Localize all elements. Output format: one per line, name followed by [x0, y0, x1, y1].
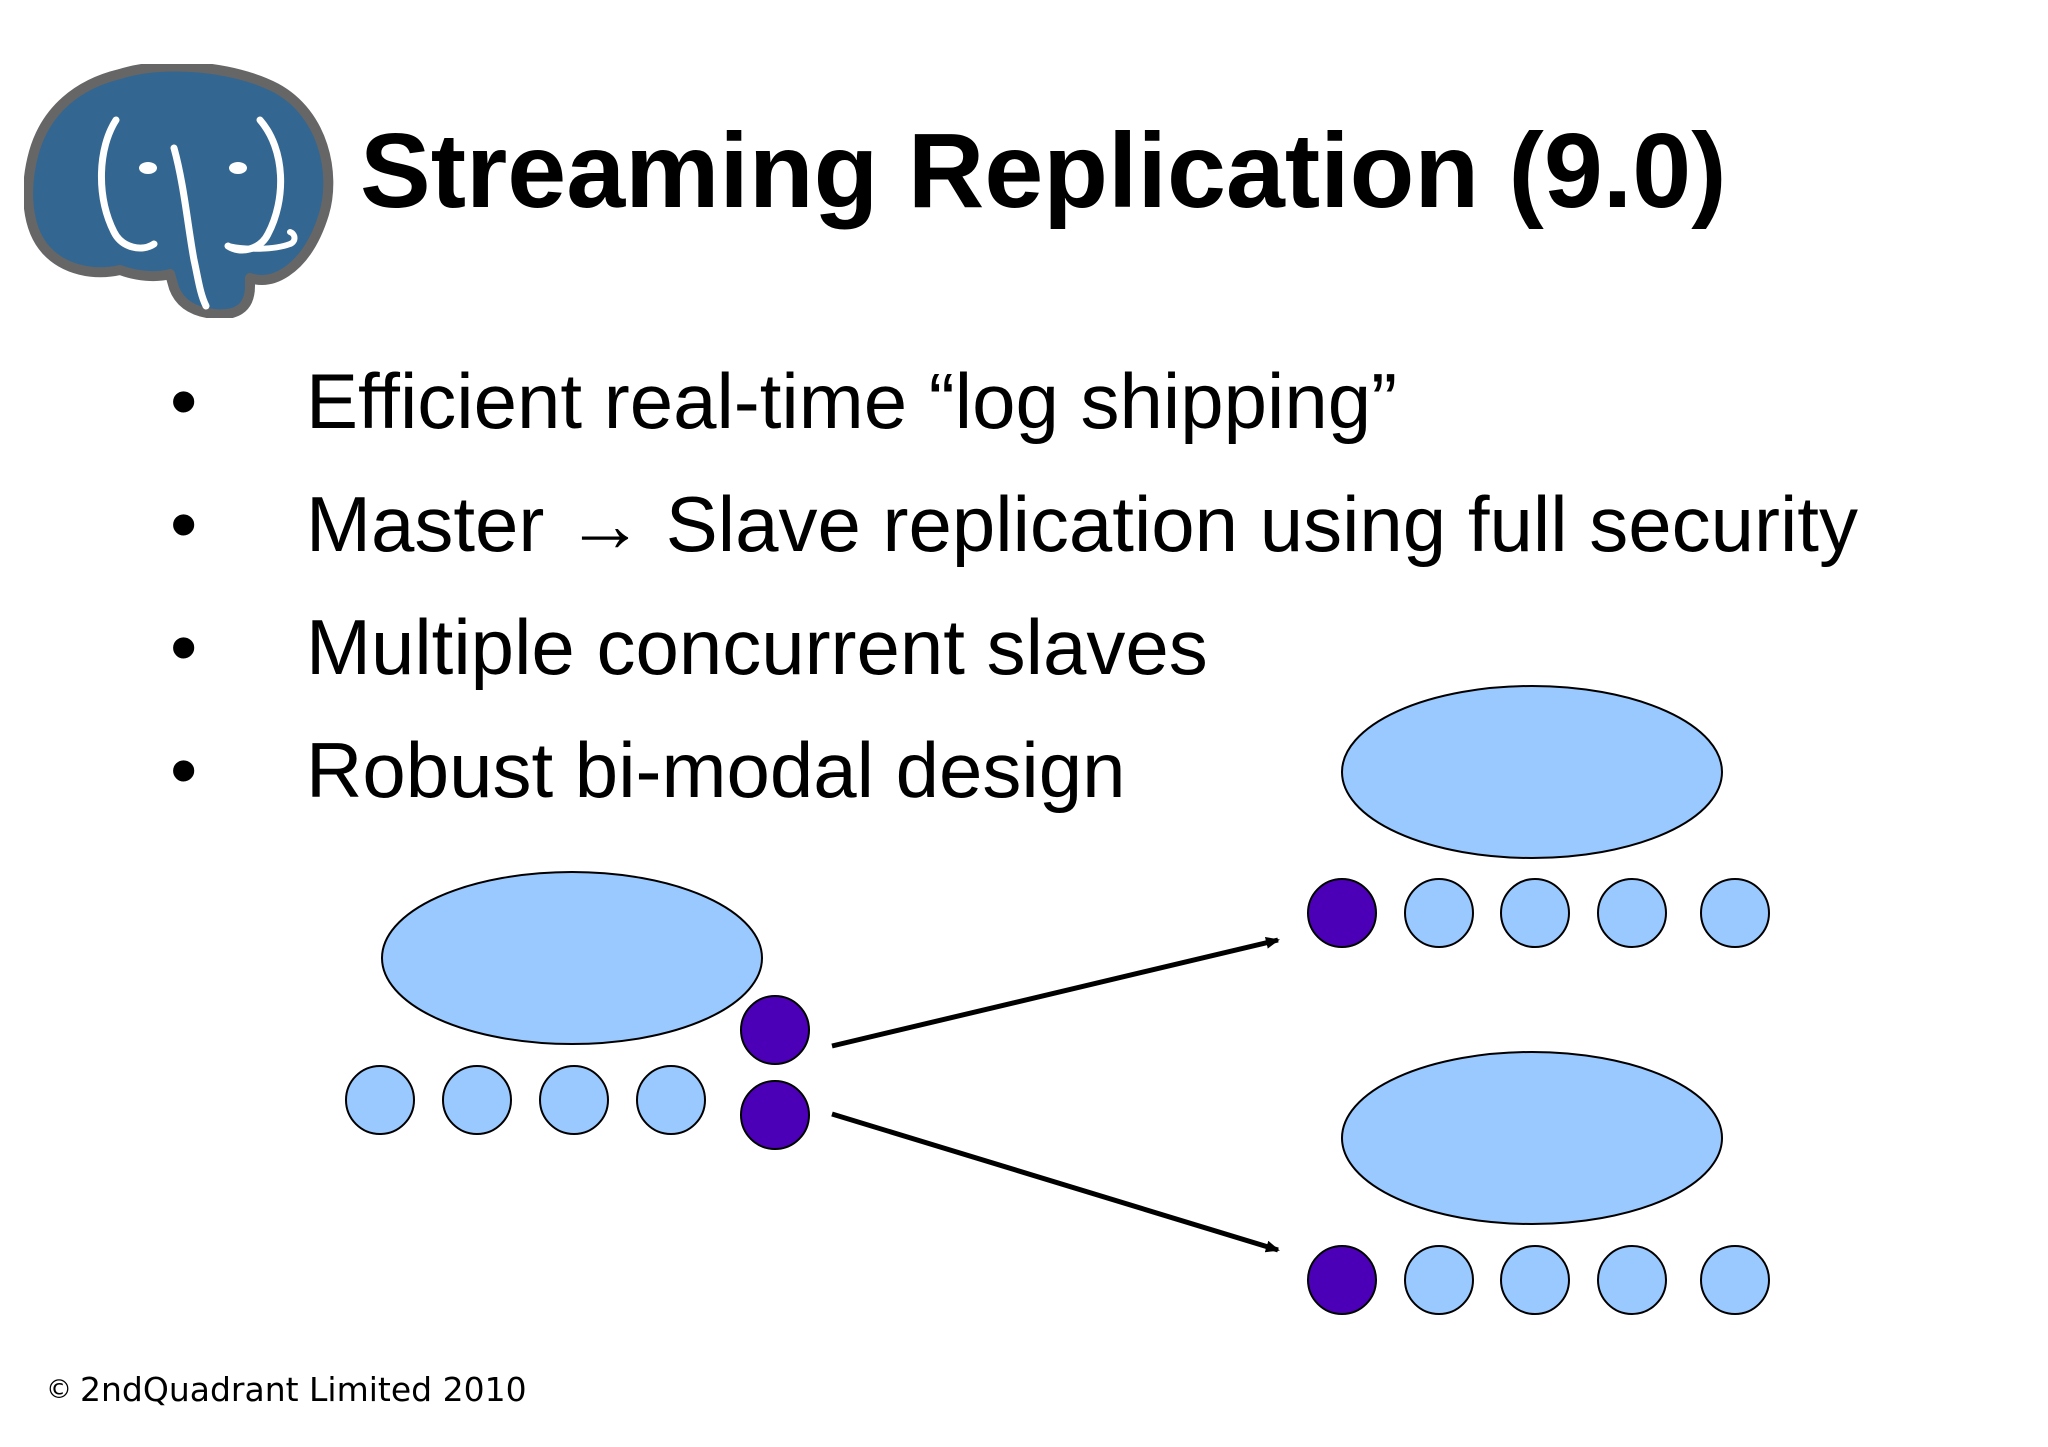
logo-trunk — [170, 144, 210, 310]
bullet-marker: • — [170, 480, 198, 568]
standby-process-node — [1404, 878, 1474, 948]
standby-memory-ellipse — [1341, 685, 1723, 859]
standby-process-node — [1700, 878, 1770, 948]
standby-process-node — [1500, 878, 1570, 948]
logo-eye-left — [139, 162, 157, 174]
bullet-text: Efficient real-time “log shipping” — [306, 357, 1398, 445]
master-memory-ellipse — [381, 871, 763, 1045]
standby-process-node — [1597, 1245, 1667, 1315]
standby-process-node — [1597, 878, 1667, 948]
standby-wal-receiver-node — [1307, 878, 1377, 948]
master-process-node — [636, 1065, 706, 1135]
master-server — [345, 871, 810, 1150]
logo-tusk — [225, 229, 298, 252]
logo-eye-right — [229, 162, 247, 174]
standby-process-node — [1700, 1245, 1770, 1315]
standby-server-upper — [1307, 685, 1770, 948]
bullet-text: Multiple concurrent slaves — [306, 603, 1208, 691]
standby-memory-ellipse — [1341, 1051, 1723, 1225]
standby-process-node — [1500, 1245, 1570, 1315]
master-wal-sender-node — [740, 995, 810, 1065]
replication-arrow-upper — [831, 936, 1280, 1049]
postgresql-elephant-icon — [24, 64, 334, 318]
bullet-marker: • — [170, 357, 198, 445]
copyright-icon: © — [46, 1374, 72, 1405]
replication-arrow-lower — [831, 1111, 1280, 1253]
standby-process-node — [1404, 1245, 1474, 1315]
master-process-node — [442, 1065, 512, 1135]
master-process-node — [345, 1065, 415, 1135]
master-process-node — [539, 1065, 609, 1135]
logo-head — [24, 64, 334, 318]
slide-title: Streaming Replication (9.0) — [360, 112, 1727, 230]
standby-wal-receiver-node — [1307, 1245, 1377, 1315]
bullet-text: Robust bi-modal design — [306, 726, 1126, 814]
copyright-footer: © 2ndQuadrant Limited 2010 — [46, 1373, 527, 1406]
master-wal-sender-node — [740, 1080, 810, 1150]
standby-server-lower — [1307, 1051, 1770, 1315]
bullet-marker: • — [170, 726, 198, 814]
bullet-text: Master → Slave replication using full se… — [306, 480, 1858, 568]
logo-ear-left — [98, 116, 158, 252]
copyright-text: 2ndQuadrant Limited 2010 — [80, 1370, 527, 1409]
bullet-marker: • — [170, 603, 198, 691]
